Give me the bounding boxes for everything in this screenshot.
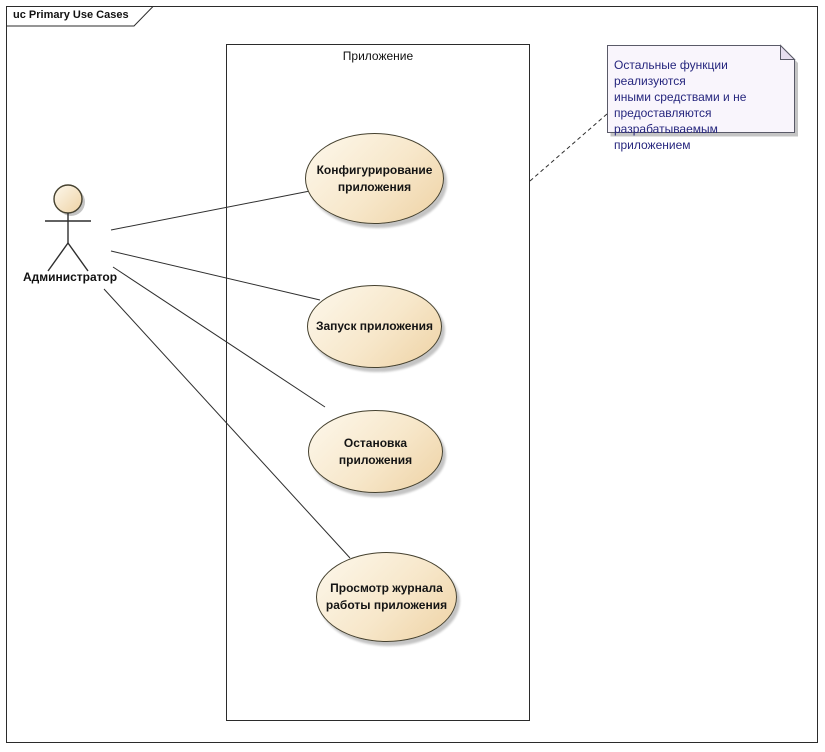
actor-label: Администратор: [22, 270, 118, 284]
actor-administrator[interactable]: [45, 184, 91, 272]
use-case-configure-application[interactable]: Конфигурирование приложения: [305, 133, 444, 224]
note-shape[interactable]: [607, 45, 795, 133]
system-boundary-label: Приложение: [342, 49, 414, 63]
actor-right-leg: [67, 242, 89, 272]
association-view-log[interactable]: [103, 288, 351, 559]
note-fold-corner: [780, 44, 796, 60]
use-case-label: Запуск приложения: [315, 319, 434, 333]
frame-title: uc Primary Use Cases: [13, 9, 129, 21]
association-stop[interactable]: [112, 266, 326, 408]
note-link-line[interactable]: [529, 113, 608, 182]
use-case-label: Остановка приложения: [338, 435, 413, 467]
association-configure[interactable]: [110, 189, 316, 231]
actor-left-leg: [47, 242, 69, 272]
use-case-start-application[interactable]: Запуск приложения: [307, 285, 442, 368]
frame-tab: [6, 6, 155, 27]
association-start[interactable]: [110, 250, 321, 301]
use-case-stop-application[interactable]: Остановка приложения: [308, 410, 443, 493]
actor-head: [53, 184, 83, 214]
use-case-label: Просмотр журнала работы приложения: [325, 581, 448, 612]
use-case-view-application-log[interactable]: Просмотр журнала работы приложения: [316, 552, 457, 642]
use-case-label: Конфигурирование приложения: [316, 162, 433, 194]
note-text: Остальные функции реализуются иными сред…: [614, 58, 747, 152]
